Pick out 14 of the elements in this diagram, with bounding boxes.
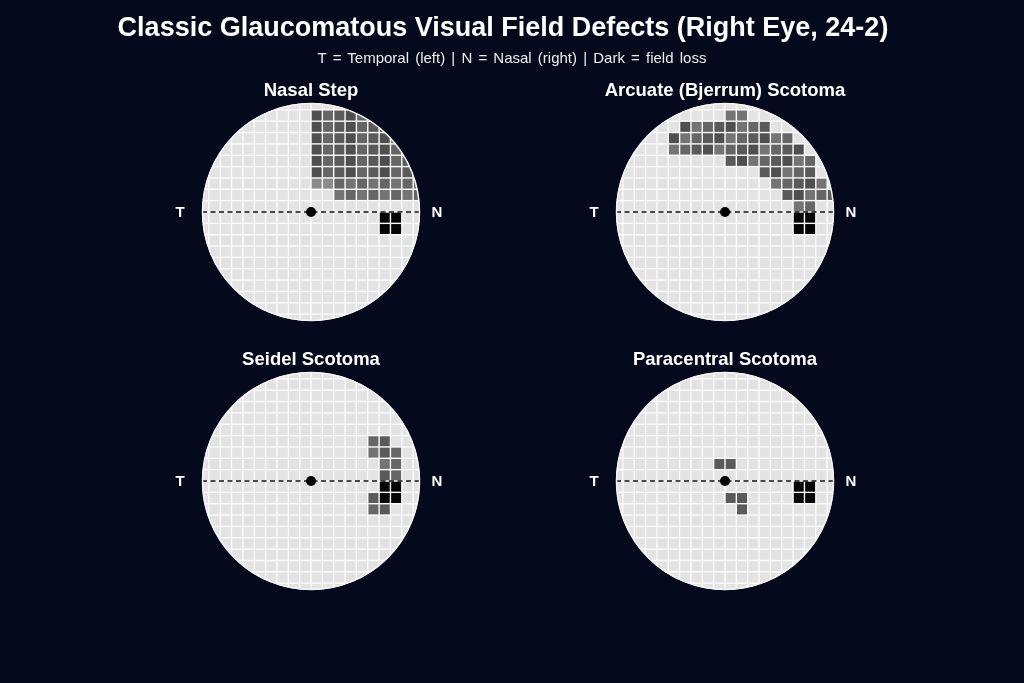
- axis-label: T: [589, 203, 599, 221]
- panel-title: Arcuate (Bjerrum) Scotoma: [604, 79, 846, 101]
- subtitle: T = Temporal (left) | N = Nasal (right) | Dark = field loss: [317, 49, 707, 67]
- axis-label: T: [589, 472, 599, 490]
- axis-label: T: [175, 203, 185, 221]
- panel-title: Seidel Scotoma: [242, 348, 380, 370]
- chart-title: Classic Glaucomatous Visual Field Defects (Right Eye, 24-2): [117, 13, 889, 43]
- axis-label: T: [175, 472, 185, 490]
- axis-label: N: [431, 472, 443, 490]
- panel-title: Paracentral Scotoma: [632, 348, 818, 370]
- axis-label: N: [845, 472, 857, 490]
- axis-label: N: [431, 203, 443, 221]
- panel-title: Nasal Step: [263, 79, 359, 101]
- axis-label: N: [845, 203, 857, 221]
